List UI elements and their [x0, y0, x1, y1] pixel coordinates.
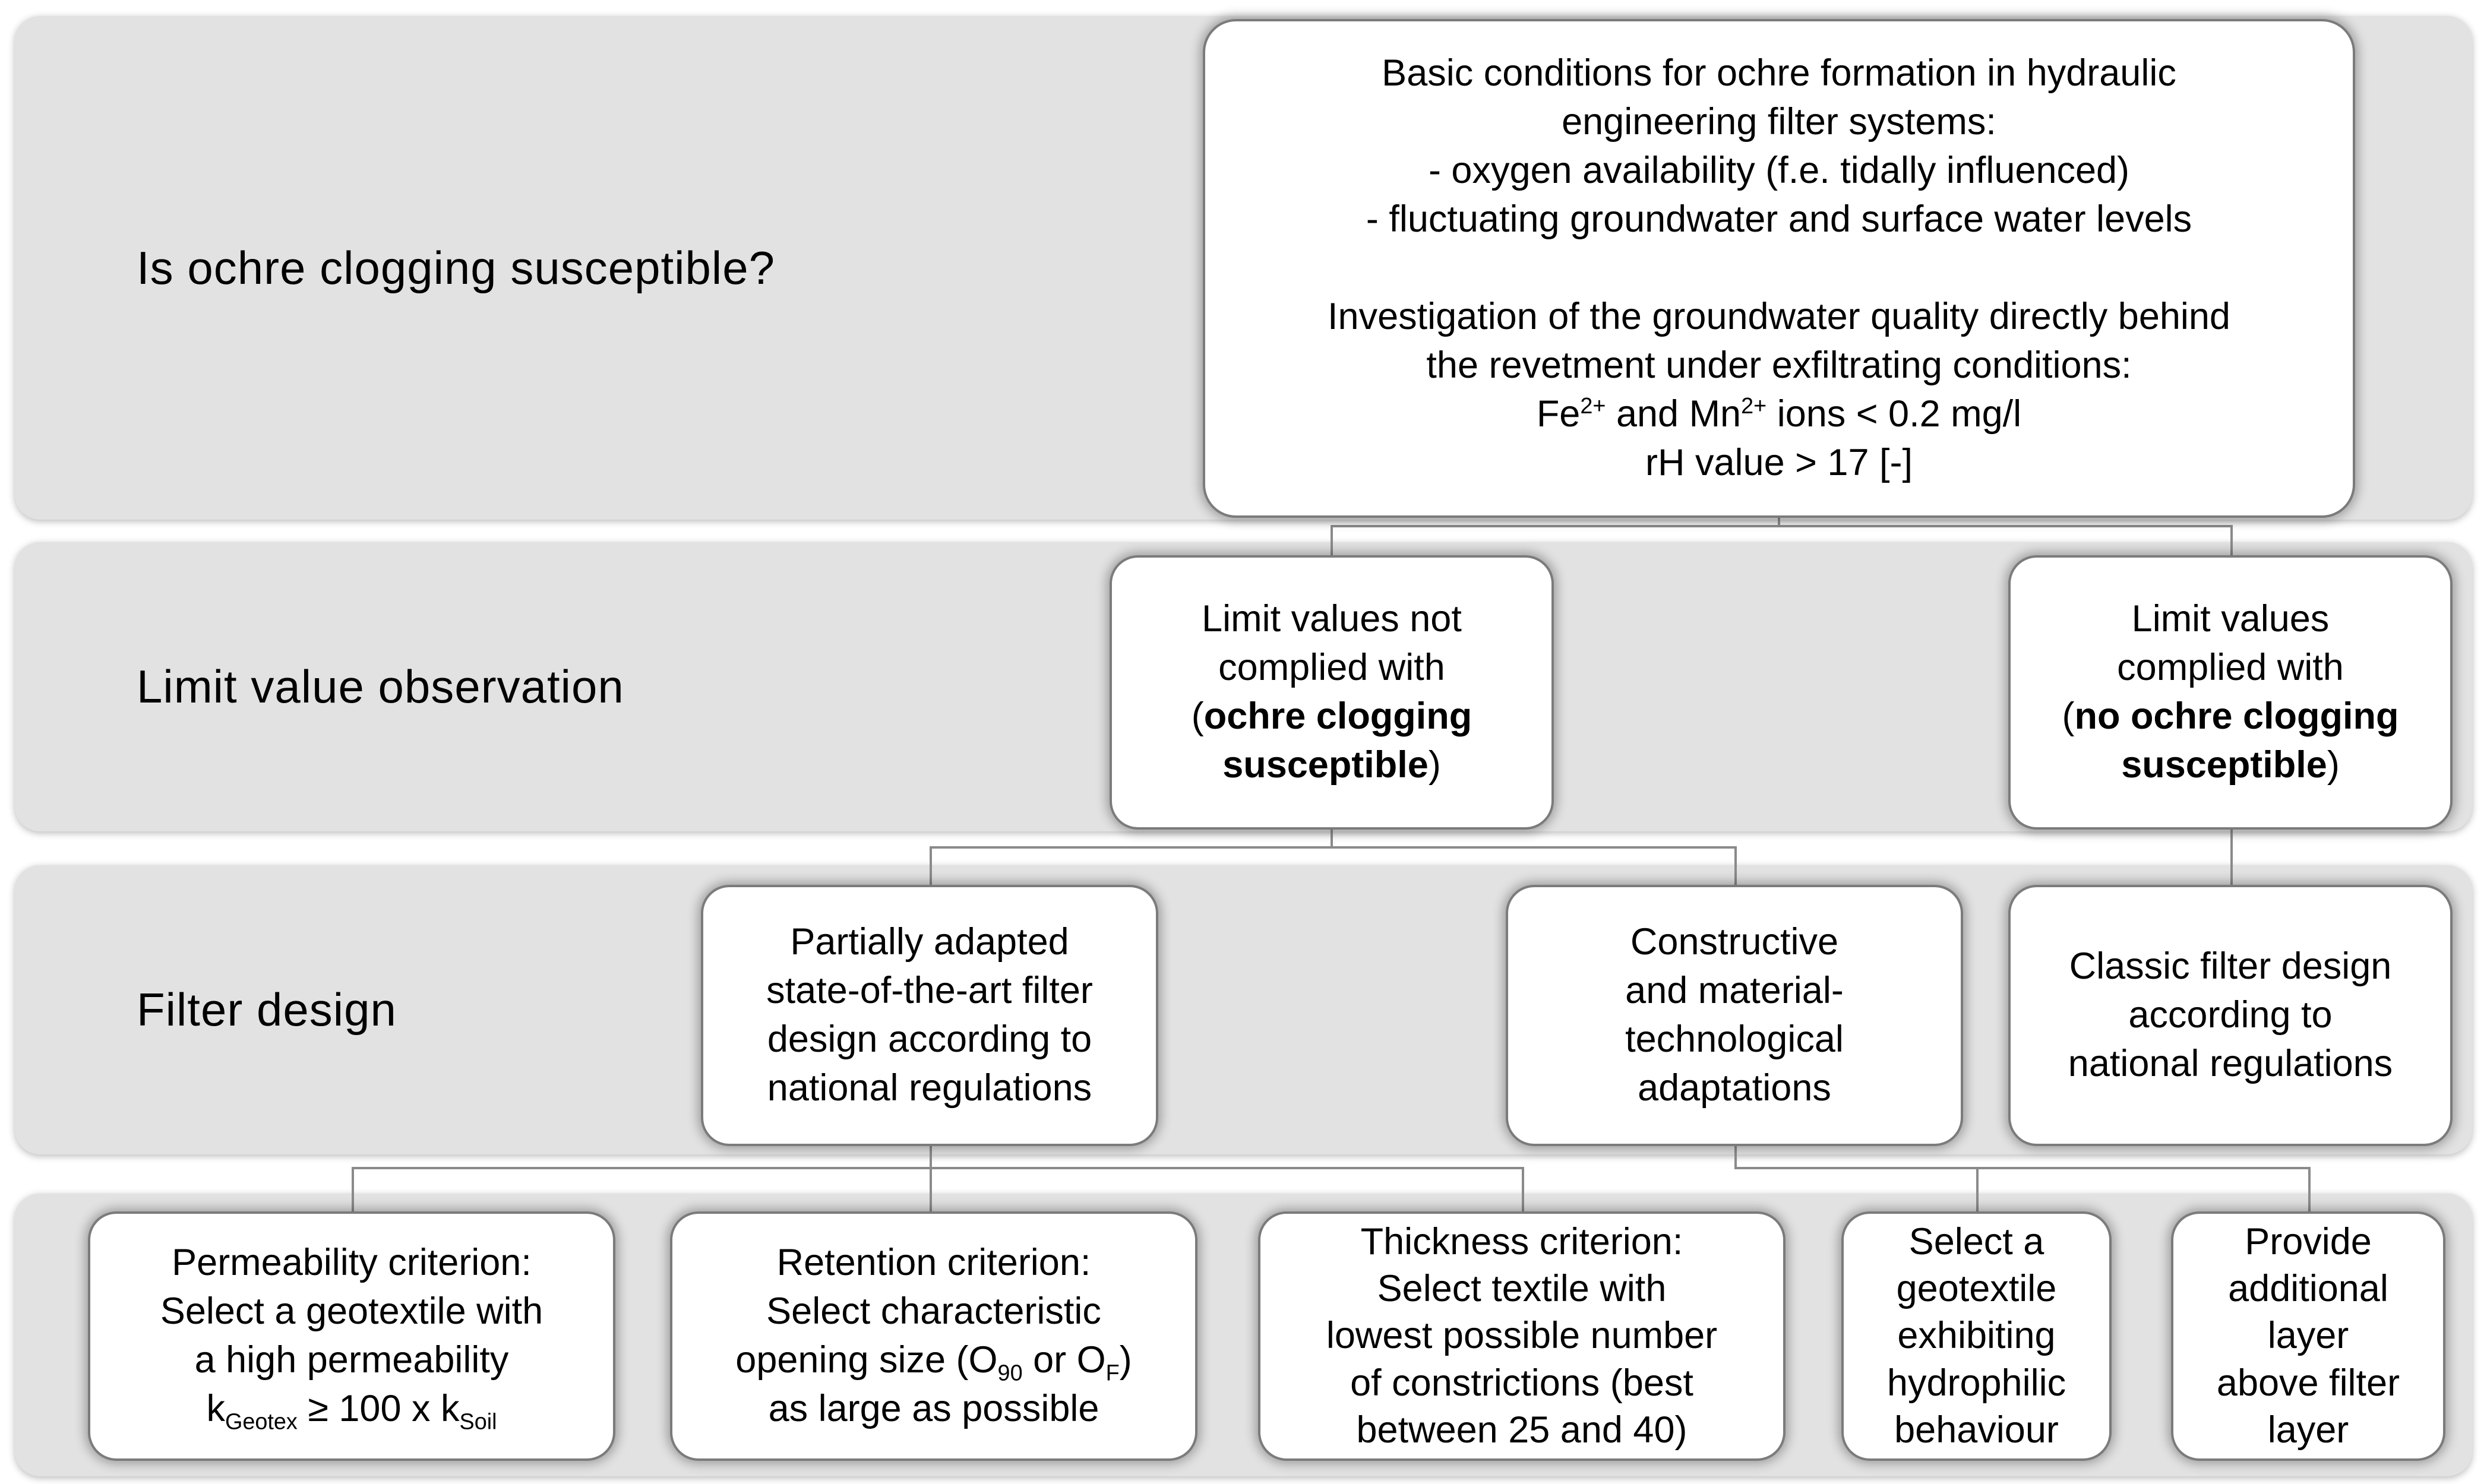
- node-basic-conditions: Basic conditions for ochre formation in …: [1203, 19, 2355, 518]
- connector-to-constructive: [1734, 846, 1737, 887]
- connector-to-hydrophilic: [1976, 1167, 1979, 1213]
- connector-not-complied-down: [1331, 830, 1333, 849]
- connector-criteria-split-right: [1734, 1167, 2311, 1169]
- connector-to-permeability: [352, 1167, 354, 1213]
- node-permeability-criterion: Permeability criterion:Select a geotexti…: [88, 1211, 615, 1461]
- connector-row1-split: [1331, 525, 2233, 527]
- connector-row2-split: [930, 846, 1737, 849]
- row-label-filter-design: Filter design: [137, 983, 397, 1036]
- row-label-ochre-susceptibility: Is ochre clogging susceptible?: [137, 241, 775, 294]
- connector-to-partially-adapted: [930, 846, 932, 887]
- connector-basic-down: [1778, 518, 1780, 527]
- connector-constructive-down: [1734, 1146, 1737, 1169]
- node-retention-criterion-text: Retention criterion:Select characteristi…: [735, 1242, 1132, 1429]
- connector-criteria-split-left: [352, 1167, 1524, 1169]
- row-label-limit-value-observation: Limit value observation: [137, 660, 624, 713]
- connector-partially-adapted-down: [930, 1146, 932, 1213]
- connector-to-additional-layer: [2308, 1167, 2311, 1213]
- connector-to-complied: [2230, 525, 2233, 558]
- node-retention-criterion: Retention criterion:Select characteristi…: [670, 1211, 1197, 1461]
- node-permeability-criterion-text: Permeability criterion:Select a geotexti…: [160, 1242, 543, 1435]
- connector-to-not-complied: [1331, 525, 1333, 558]
- connector-to-thickness: [1522, 1167, 1524, 1213]
- node-basic-conditions-text: Basic conditions for ochre formation in …: [1328, 52, 2230, 483]
- connector-complied-to-classic: [2230, 830, 2233, 887]
